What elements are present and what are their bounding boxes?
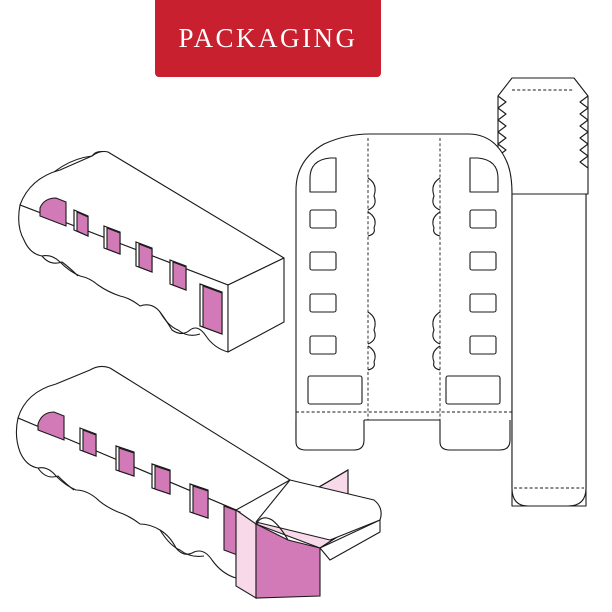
open-box-window-front — [37, 411, 65, 441]
dieline-window-r2 — [469, 251, 497, 271]
dieline-window-l1 — [309, 209, 337, 229]
closed-box-window-4-fill — [172, 261, 187, 291]
open-box-end-flap-left — [235, 508, 257, 599]
open-box-end-panel — [255, 523, 321, 599]
open-box-roof — [17, 365, 291, 511]
title-banner: PACKAGING — [155, 0, 381, 77]
dieline-window-l4 — [309, 335, 337, 355]
dieline-wheel-cut-3 — [432, 177, 441, 211]
open-box-window-1-fill — [82, 429, 97, 457]
dieline-bottom-left-leg — [295, 420, 365, 451]
dieline-window-r4 — [469, 335, 497, 355]
dieline-door-right — [445, 375, 501, 405]
page-title: PACKAGING — [178, 23, 358, 53]
dieline-window-r3 — [469, 293, 497, 313]
closed-bus-box — [18, 150, 285, 353]
dieline-window-arch-right — [469, 157, 499, 193]
dieline-wheel-cut-4 — [432, 211, 441, 237]
open-box-wheel-front — [37, 467, 75, 491]
closed-box-wheel-rear — [159, 311, 201, 336]
dieline-window-l2 — [309, 251, 337, 271]
dieline-top-tuck-tab — [497, 77, 589, 195]
dieline-door-left — [307, 375, 363, 405]
open-box-corner-curve — [255, 517, 289, 541]
closed-box-door-fill — [202, 285, 223, 335]
open-box-window-3-fill — [154, 465, 171, 495]
dieline-template — [295, 77, 589, 507]
dieline-window-arch-left — [309, 157, 337, 193]
dieline-wheel-cut-2 — [367, 211, 376, 237]
open-box-wheel-rear — [159, 529, 205, 557]
dieline-wheel-cut-8 — [432, 345, 441, 371]
dieline-wheel-cut-7 — [432, 311, 441, 345]
closed-box-window-1-fill — [76, 211, 89, 237]
closed-box-window-2-fill — [106, 227, 121, 255]
closed-box-wheel-front — [41, 255, 79, 277]
dieline-comb-right — [579, 95, 589, 169]
dieline-bottom-right-leg — [439, 420, 511, 451]
closed-box-window-3-fill — [138, 243, 153, 273]
closed-box-window-front — [39, 197, 67, 227]
open-box-window-4-fill — [192, 485, 209, 519]
dieline-wheel-cut-1 — [367, 177, 376, 211]
dieline-window-r1 — [469, 209, 497, 229]
open-box-window-2-fill — [118, 447, 135, 477]
closed-box-roof — [19, 150, 285, 286]
closed-box-end-face — [227, 257, 285, 353]
dieline-wheel-cut-6 — [367, 345, 376, 371]
open-bus-box — [15, 365, 382, 599]
open-box-bottom-ledge — [319, 519, 381, 561]
dieline-window-l3 — [309, 293, 337, 313]
dieline-wheel-cut-5 — [367, 311, 376, 345]
dieline-side-panel — [511, 193, 587, 507]
